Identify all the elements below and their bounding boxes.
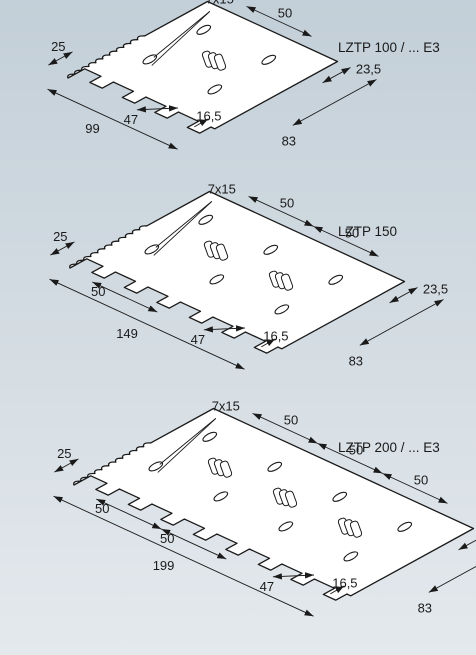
- clamp-bolt: [219, 460, 233, 478]
- slot-7x15: [261, 54, 277, 65]
- slot-7x15: [274, 304, 290, 315]
- clamp-bolt: [213, 53, 227, 71]
- dim-line-left-50: [161, 528, 227, 560]
- dim-line-83: [428, 546, 476, 593]
- dim-line-47: [272, 572, 315, 580]
- dim-line-16-5: [330, 585, 345, 595]
- product-title: LZTP 100 / ... E3: [338, 40, 440, 55]
- slot-7x15: [263, 244, 279, 255]
- slot-7x15: [196, 24, 212, 35]
- slot-label: 7x15: [212, 398, 240, 413]
- dim-label-width: 199: [153, 558, 175, 573]
- dim-line-83: [292, 79, 377, 126]
- clamp-bolt: [215, 243, 229, 261]
- slot-7x15: [343, 551, 359, 562]
- dim-label-47: 47: [260, 579, 274, 594]
- slot-7x15: [207, 84, 223, 95]
- dim-line-50: [317, 442, 383, 474]
- dim-label-width: 99: [85, 121, 99, 136]
- slot-leader: [153, 201, 213, 256]
- slot-7x15: [148, 461, 164, 472]
- dim-label-50: 50: [280, 195, 294, 210]
- dim-label-83: 83: [349, 353, 363, 368]
- dim-label-47: 47: [124, 112, 138, 127]
- dim-label-25: 25: [53, 229, 67, 244]
- dim-label-16-5: 16,5: [263, 329, 288, 344]
- dim-line-47: [203, 325, 246, 333]
- slot-leader: [155, 201, 213, 248]
- dim-label-50: 50: [349, 442, 363, 457]
- slot-7x15: [198, 214, 214, 225]
- slot-label: 7x15: [206, 0, 234, 6]
- slot-label: 7x15: [208, 181, 236, 196]
- slot-7x15: [267, 461, 283, 472]
- dim-line-left-50: [92, 281, 158, 313]
- dim-line-50: [313, 225, 379, 257]
- dim-line-25: [50, 241, 75, 256]
- dim-label-50: 50: [284, 412, 298, 427]
- dim-label-83: 83: [418, 600, 432, 615]
- slot-leader: [157, 418, 217, 473]
- dim-label-50: 50: [414, 472, 428, 487]
- dim-label-50: 50: [278, 5, 292, 20]
- dim-label-left-50: 50: [160, 531, 174, 546]
- dim-label-width: 149: [116, 326, 138, 341]
- dim-line-16-5: [194, 118, 209, 128]
- dim-label-25: 25: [57, 446, 71, 461]
- dim-line-width: [47, 88, 178, 150]
- dim-label-16-5: 16,5: [196, 109, 221, 124]
- slot-7x15: [144, 244, 160, 255]
- dim-label-left-50: 50: [95, 501, 109, 516]
- dim-line-50: [248, 195, 314, 227]
- dim-label-23-5: 23,5: [356, 62, 381, 77]
- slot-7x15: [142, 54, 158, 65]
- dim-line-50: [382, 472, 448, 504]
- slot-7x15: [397, 521, 413, 532]
- dim-label-left-50: 50: [91, 284, 105, 299]
- clamp-bolt: [280, 273, 294, 291]
- dim-line-25: [48, 51, 73, 66]
- slot-leader: [151, 11, 211, 66]
- dim-label-23-5: 23,5: [423, 282, 448, 297]
- dim-label-16-5: 16,5: [332, 576, 357, 591]
- dim-line-left-50: [96, 498, 162, 530]
- dim-label-83: 83: [282, 133, 296, 148]
- dim-label-47: 47: [191, 332, 205, 347]
- dim-label-50: 50: [345, 225, 359, 240]
- dim-label-25: 25: [51, 39, 65, 54]
- diagram-layer: LZTP 100 / ... E3257x155023,58316,59947L…: [47, 0, 476, 617]
- slot-7x15: [202, 431, 218, 442]
- diagram-3: LZTP 200 / ... E3257x1550505023,58316,51…: [53, 398, 476, 617]
- slot-leader: [153, 11, 211, 58]
- dim-line-47: [136, 105, 179, 113]
- dim-line-83: [359, 299, 444, 346]
- slot-7x15: [328, 274, 344, 285]
- dim-line-50: [246, 5, 312, 37]
- dim-line-50: [252, 412, 318, 444]
- slot-leader: [159, 418, 217, 465]
- dim-line-25: [54, 458, 79, 473]
- slot-7x15: [332, 491, 348, 502]
- dim-line-16-5: [261, 338, 276, 348]
- clamp-bolt: [349, 520, 363, 538]
- diagram-1: LZTP 100 / ... E3 25 7x15 50 23,5 83 16,5 99 47: [47, 0, 440, 150]
- dim-line-width: [49, 278, 245, 370]
